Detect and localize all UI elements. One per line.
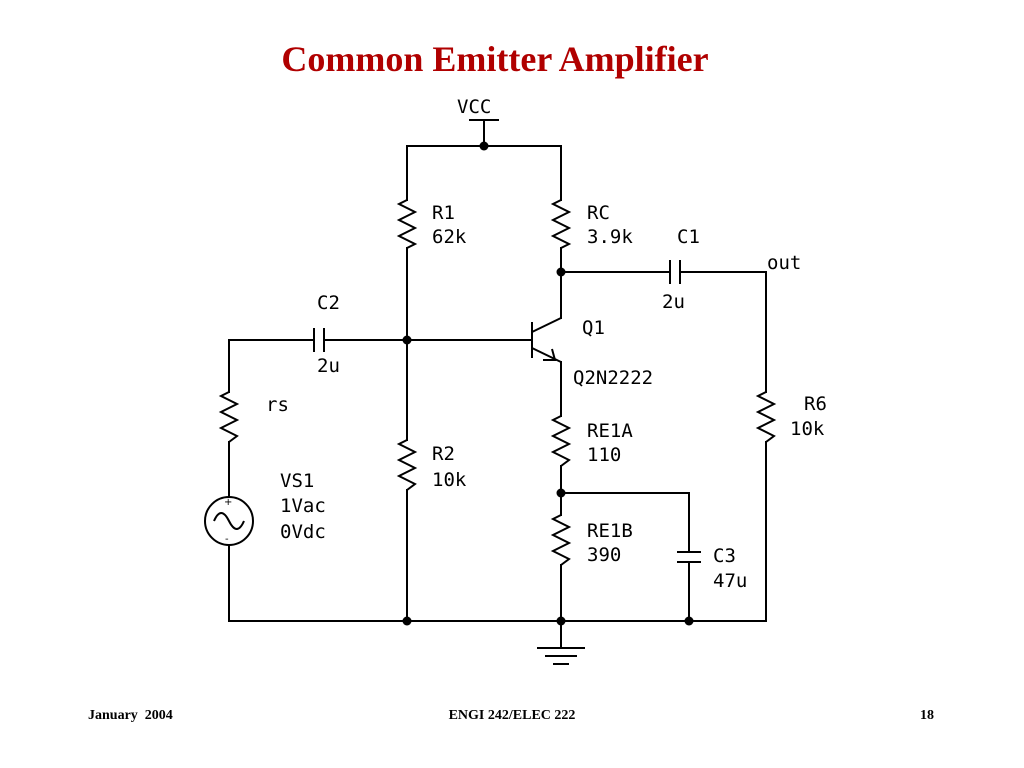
junction-dots bbox=[402, 141, 694, 626]
re1b-value-label: 390 bbox=[587, 544, 621, 566]
c1-capacitor bbox=[669, 260, 681, 284]
vs1-source: + - bbox=[204, 496, 254, 546]
r1-name-label: R1 bbox=[432, 202, 455, 224]
q1-model-label: Q2N2222 bbox=[573, 367, 653, 389]
rs-resistor bbox=[218, 391, 240, 443]
ground-icon bbox=[537, 647, 585, 665]
re1a-name-label: RE1A bbox=[587, 420, 633, 442]
vs1-plus-sign: + bbox=[224, 497, 232, 508]
r6-value-label: 10k bbox=[790, 418, 825, 440]
junction-dot bbox=[402, 335, 412, 345]
r6-resistor bbox=[755, 391, 777, 443]
re1b-resistor bbox=[550, 514, 572, 566]
r1-resistor bbox=[396, 199, 418, 249]
c2-capacitor bbox=[313, 328, 325, 352]
rc-value-label: 3.9k bbox=[587, 226, 633, 248]
rc-name-label: RC bbox=[587, 202, 610, 224]
r1-value-label: 62k bbox=[432, 226, 467, 248]
rc-resistor bbox=[550, 199, 572, 249]
r6-name-label: R6 bbox=[804, 393, 827, 415]
c2-name-label: C2 bbox=[317, 292, 340, 314]
slide-title: Common Emitter Amplifier bbox=[281, 39, 709, 79]
re1a-value-label: 110 bbox=[587, 444, 621, 466]
c1-value-label: 2u bbox=[662, 291, 685, 313]
c3-value-label: 47u bbox=[713, 570, 747, 592]
out-label: out bbox=[767, 252, 801, 274]
wires bbox=[228, 119, 767, 649]
junction-dot bbox=[479, 141, 489, 151]
c1-name-label: C1 bbox=[677, 226, 700, 248]
r2-value-label: 10k bbox=[432, 469, 467, 491]
r2-resistor bbox=[396, 439, 418, 491]
re1b-name-label: RE1B bbox=[587, 520, 633, 542]
c2-value-label: 2u bbox=[317, 355, 340, 377]
q1-transistor-symbol bbox=[531, 317, 562, 363]
footer-page-number: 18 bbox=[920, 708, 934, 723]
vs1-minus-sign: - bbox=[225, 534, 229, 545]
vcc-label: VCC bbox=[457, 96, 491, 118]
vs1-name-label: VS1 bbox=[280, 470, 314, 492]
vs1-dc-label: 0Vdc bbox=[280, 521, 326, 543]
c3-name-label: C3 bbox=[713, 545, 736, 567]
c3-capacitor bbox=[677, 551, 701, 563]
sine-wave-icon bbox=[213, 512, 245, 530]
q1-name-label: Q1 bbox=[582, 317, 605, 339]
footer-date: January 2004 bbox=[88, 708, 173, 723]
rs-name-label: rs bbox=[266, 394, 289, 416]
junction-dot bbox=[684, 616, 694, 626]
emitter-arrow-icon bbox=[543, 348, 557, 361]
junction-dot bbox=[402, 616, 412, 626]
junction-dot bbox=[556, 267, 566, 277]
vs1-ac-label: 1Vac bbox=[280, 495, 326, 517]
r2-name-label: R2 bbox=[432, 443, 455, 465]
footer-course: ENGI 242/ELEC 222 bbox=[448, 708, 576, 723]
junction-dot bbox=[556, 616, 566, 626]
junction-dot bbox=[556, 488, 566, 498]
re1a-resistor bbox=[550, 415, 572, 467]
